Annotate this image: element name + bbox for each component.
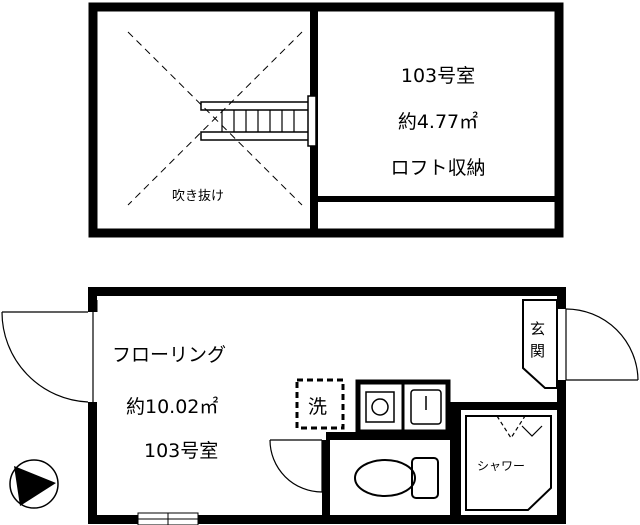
loft-plan: 吹き抜け 103号室 約4.77㎡ ロフト収納	[88, 2, 564, 238]
entrance-step: 玄 関	[522, 299, 558, 389]
loft-storage-label: ロフト収納	[390, 157, 485, 179]
compass-icon	[9, 459, 59, 509]
ladder	[200, 95, 317, 147]
loft-room-number: 103号室	[401, 65, 475, 87]
main-room-name: フローリング	[112, 344, 226, 366]
toilet-icon	[354, 457, 439, 499]
kitchen-counter	[355, 379, 451, 435]
bathroom-walls	[322, 402, 560, 520]
washer-space: 洗	[295, 378, 345, 430]
shower-top-wall	[450, 402, 560, 410]
void-cross	[127, 31, 303, 206]
main-left-wall-upper	[88, 287, 97, 312]
main-floor-plan: 玄 関 洗	[1, 287, 639, 525]
loft-area: 約4.77㎡	[398, 110, 478, 133]
main-top-wall	[88, 287, 566, 296]
left-door	[1, 311, 94, 403]
toilet-left-wall	[322, 440, 330, 520]
main-room-number: 103号室	[144, 440, 218, 462]
toilet-top-wall	[326, 432, 461, 440]
loft-outer-wall	[88, 2, 564, 238]
entrance-label-top: 玄	[530, 320, 545, 338]
bath-divider-wall	[450, 402, 461, 520]
void-label: 吹き抜け	[172, 188, 224, 204]
shower-label: シャワー	[477, 459, 525, 473]
main-right-wall-upper	[557, 287, 566, 309]
main-right-wall-lower	[557, 380, 566, 524]
bottom-window	[137, 512, 199, 525]
main-room-area: 約10.02㎡	[126, 395, 218, 418]
toilet-door	[269, 439, 323, 493]
shower-unit: シャワー	[465, 415, 552, 511]
loft-band-wall	[318, 196, 559, 202]
sink-icon	[410, 389, 442, 425]
main-left-wall-lower	[88, 402, 97, 524]
stove-icon	[365, 391, 395, 423]
entrance-door	[565, 308, 639, 381]
entrance-label-bottom: 関	[530, 342, 545, 360]
washer-label: 洗	[308, 396, 327, 418]
